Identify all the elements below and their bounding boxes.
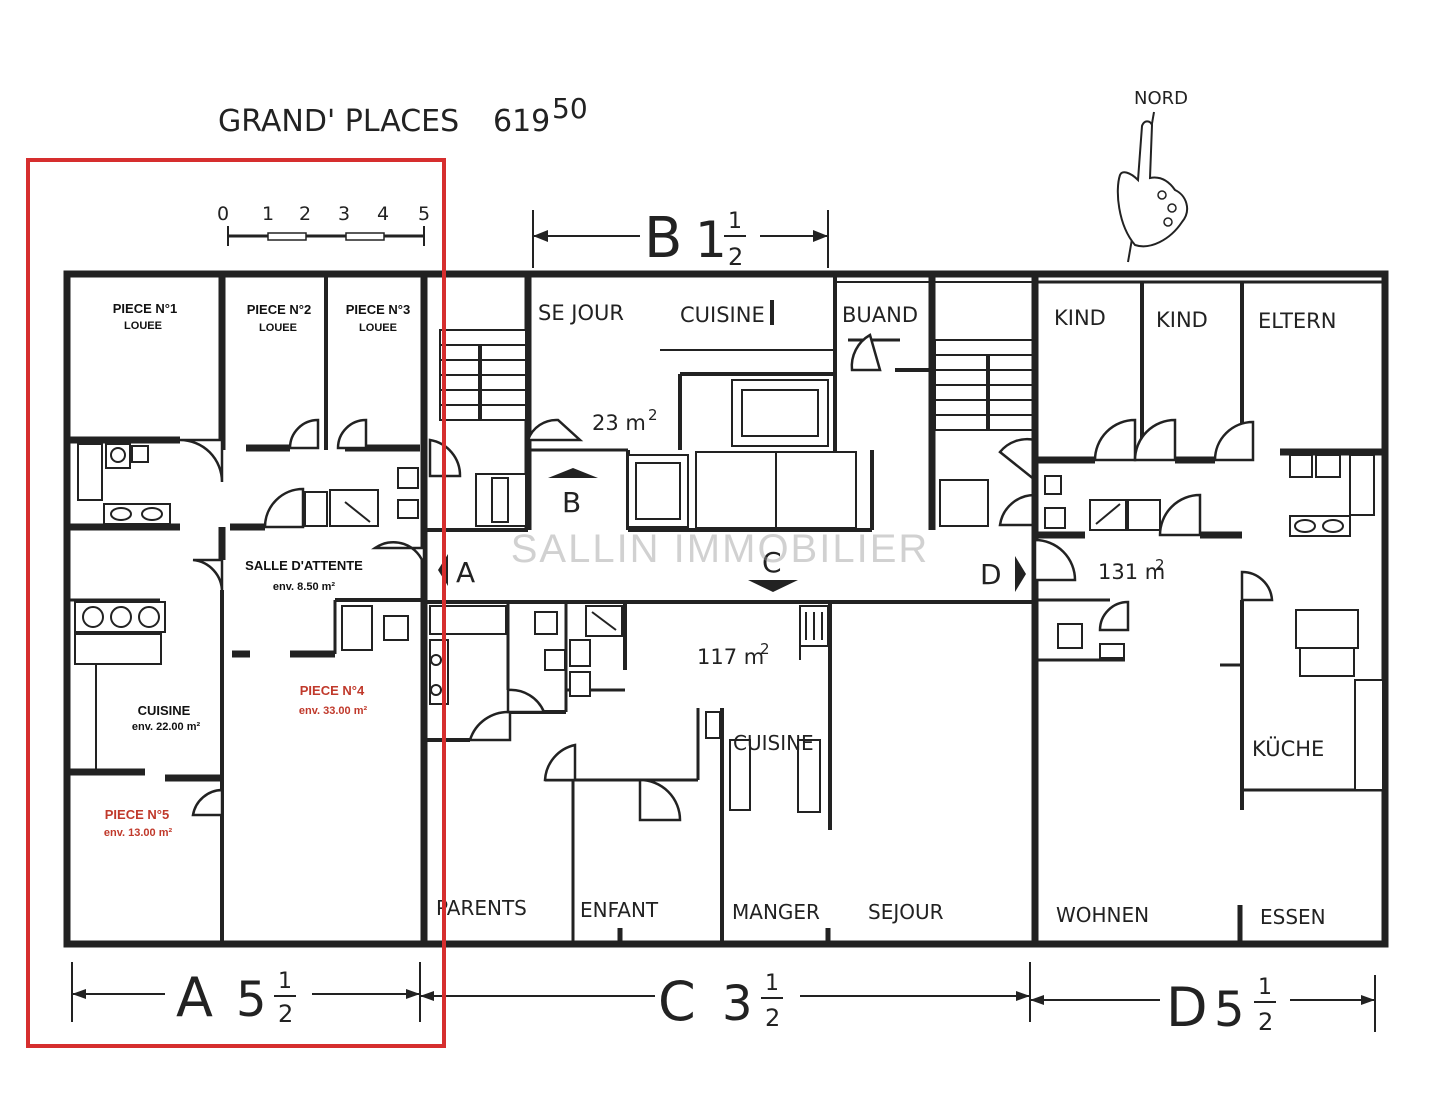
corridor-label-a: A	[456, 556, 475, 589]
plan-title: GRAND' PLACES	[218, 104, 459, 139]
room-salle-area: env. 8.50 m²	[273, 581, 335, 593]
unit-b-walls	[424, 274, 1037, 532]
bottom-dimensions: A 5 1 2 C 3 1 2 D 5 1 2	[71, 962, 1376, 1039]
unit-c-walls	[424, 602, 832, 944]
room-b-buand: BUAND	[842, 303, 918, 327]
room-c-sejour: SEJOUR	[868, 900, 944, 924]
room-p2-status: LOUEE	[259, 322, 297, 334]
room-p2-name: PIECE N°2	[247, 302, 311, 317]
corridor-label-b: B	[562, 486, 581, 519]
unit-b-letter: B	[644, 206, 682, 271]
unit-d-whole: 5	[1214, 982, 1245, 1038]
room-p1-name: PIECE N°1	[113, 301, 177, 316]
plan-number: 619	[493, 104, 550, 139]
room-p5-name: PIECE N°5	[105, 807, 169, 822]
plan-number-superscript: 50	[552, 92, 588, 125]
room-salle-name: SALLE D'ATTENTE	[245, 558, 363, 573]
scale-bar: 0 1 2 3 4 5	[217, 203, 430, 246]
unit-a-den: 2	[278, 1000, 293, 1028]
room-c-cuisine: CUISINE	[733, 731, 814, 755]
unit-c-num: 1	[765, 971, 779, 996]
unit-d-den: 2	[1258, 1008, 1273, 1036]
room-p3-status: LOUEE	[359, 322, 397, 334]
unit-d-num: 1	[1258, 975, 1272, 1000]
room-c-enfant: ENFANT	[580, 898, 659, 922]
room-d-area: 131 m	[1098, 560, 1165, 584]
room-p3-name: PIECE N°3	[346, 302, 410, 317]
room-c-area: 117 m	[697, 645, 764, 669]
corridor: A B C D	[424, 274, 1039, 944]
unit-b-den: 2	[728, 243, 743, 271]
north-label: NORD	[1134, 88, 1188, 109]
room-c-parents: PARENTS	[436, 896, 527, 920]
scale-label-0: 0	[217, 203, 229, 225]
room-b-area-sup: 2	[648, 406, 658, 424]
north-hand-icon: NORD	[1116, 88, 1189, 263]
room-d-wohnen: WOHNEN	[1056, 903, 1149, 927]
unit-c-whole: 3	[722, 976, 753, 1032]
room-p4-area: env. 33.00 m²	[299, 705, 368, 717]
room-d-kind2: KIND	[1156, 308, 1208, 332]
room-d-kuche: KÜCHE	[1252, 736, 1324, 761]
room-p5-area: env. 13.00 m²	[104, 827, 173, 839]
corridor-label-d: D	[980, 558, 1002, 591]
room-b-area: 23 m	[592, 411, 646, 435]
room-cuisine-area: env. 22.00 m²	[132, 721, 201, 733]
unit-b-whole: 1	[695, 211, 727, 269]
scale-label-4: 4	[377, 203, 389, 225]
room-d-area-sup: 2	[1155, 556, 1165, 574]
room-p4-name: PIECE N°4	[300, 683, 365, 698]
unit-d-letter: D	[1166, 976, 1208, 1039]
unit-c-letter: C	[658, 970, 696, 1033]
unit-a-num: 1	[278, 969, 292, 994]
corridor-label-c: C	[762, 546, 782, 579]
room-p1-status: LOUEE	[124, 320, 162, 332]
room-b-sejour: SE JOUR	[538, 301, 624, 325]
watermark: SALLIN IMMOBILIER	[511, 527, 930, 571]
scale-label-3: 3	[338, 203, 350, 225]
scale-label-2: 2	[299, 203, 311, 225]
room-d-eltern: ELTERN	[1258, 309, 1336, 333]
highlight-frame	[26, 158, 446, 1048]
room-c-manger: MANGER	[732, 900, 820, 924]
room-d-essen: ESSEN	[1260, 905, 1326, 929]
unit-c-den: 2	[765, 1004, 780, 1032]
unit-b-dimension: B 1 1 2	[532, 206, 829, 271]
unit-a-walls	[67, 274, 428, 944]
unit-d-walls	[1033, 282, 1385, 944]
room-b-cuisine: CUISINE	[680, 303, 765, 327]
unit-b-num: 1	[728, 209, 742, 234]
room-cuisine-name: CUISINE	[138, 703, 191, 718]
unit-a-letter: A	[176, 966, 213, 1029]
scale-label-1: 1	[262, 203, 274, 225]
scale-label-5: 5	[418, 203, 430, 225]
room-c-area-sup: 2	[760, 640, 770, 658]
room-d-kind1: KIND	[1054, 306, 1106, 330]
unit-a-whole: 5	[236, 972, 267, 1028]
